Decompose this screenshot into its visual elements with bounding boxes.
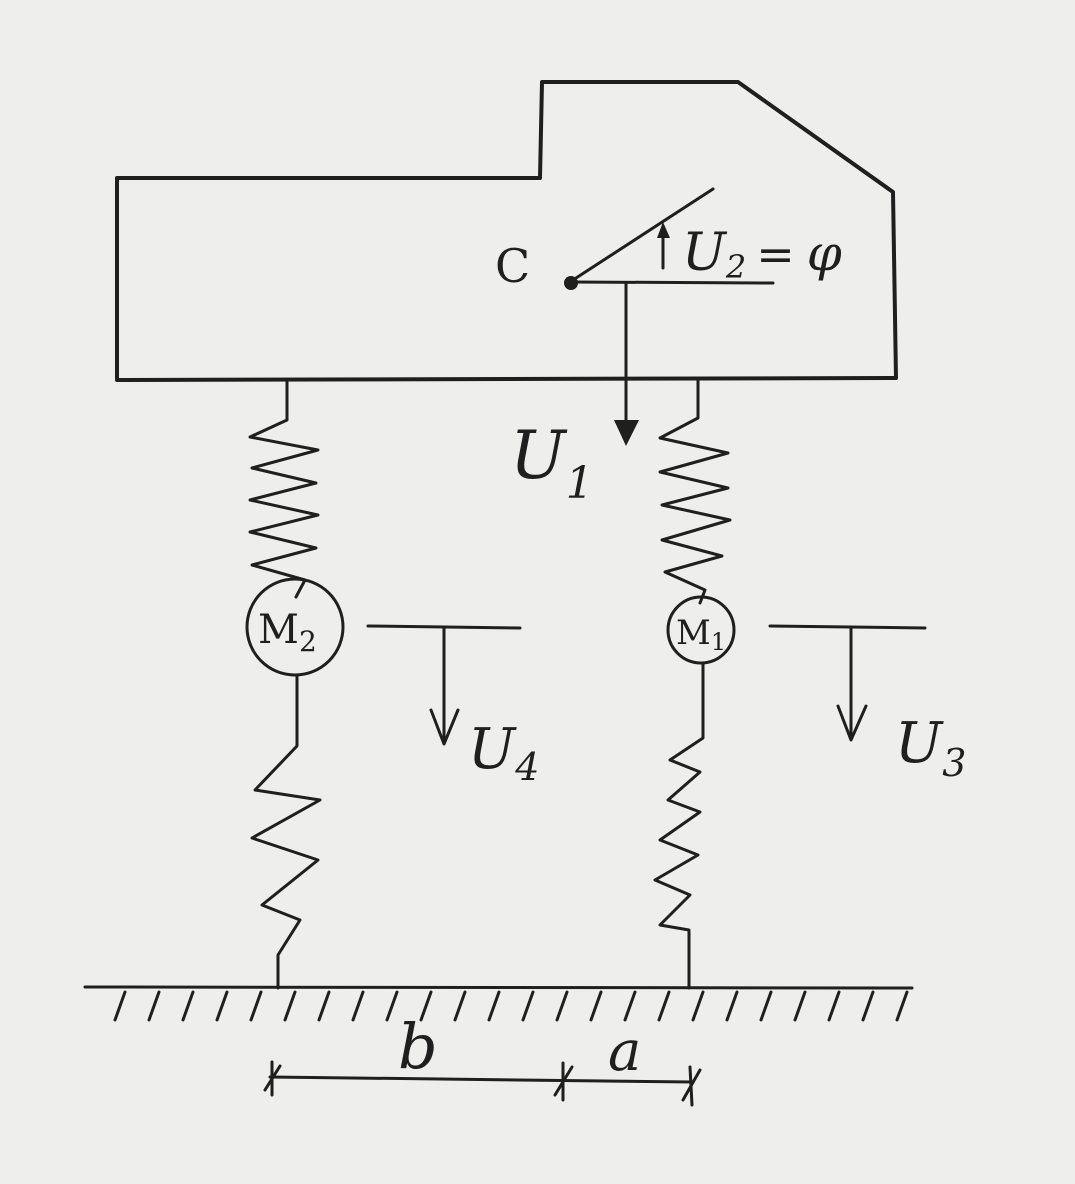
u1-arrow-head	[614, 420, 639, 446]
dim-slash-left	[263, 1064, 282, 1092]
dimension-line	[268, 1075, 695, 1084]
u2-label: U2=φ	[682, 223, 842, 286]
right-lower-spring	[653, 661, 705, 990]
rigid-body-outline	[115, 80, 898, 382]
ground-hatch-mark	[249, 990, 263, 1022]
rotated-reference-line	[571, 187, 715, 282]
ground-line	[83, 985, 914, 990]
ground-hatch-mark	[487, 990, 501, 1022]
center-label: C	[495, 239, 530, 293]
dimension-a-label: a	[608, 1019, 641, 1084]
u1-label: U1	[510, 417, 594, 509]
ground-hatch-mark	[385, 990, 399, 1022]
left-upper-spring	[248, 380, 320, 599]
ground-hatch-mark	[861, 990, 875, 1022]
ground-hatch-mark	[793, 990, 807, 1022]
ground-hatch-mark	[147, 990, 161, 1022]
mass-m2-circle	[245, 577, 345, 677]
ground-hatch-mark	[181, 990, 195, 1022]
ground-hatching	[113, 990, 909, 1022]
m2-label: M2	[258, 607, 317, 658]
mass-m1-circle	[666, 595, 736, 665]
dimension-b-label: b	[398, 1010, 438, 1083]
u3-arrow-head	[836, 704, 868, 742]
m1-label: M1	[676, 613, 726, 656]
ground-hatch-mark	[453, 990, 467, 1022]
u3-label: U3	[895, 711, 966, 785]
ground-hatch-mark	[895, 990, 909, 1022]
ground-hatch-mark	[827, 990, 841, 1022]
ground-hatch-mark	[283, 990, 297, 1022]
ground-hatch-mark	[759, 990, 773, 1022]
dim-slash-right	[681, 1068, 702, 1102]
dim-slash-middle	[553, 1065, 574, 1097]
right-upper-spring	[658, 378, 732, 605]
u3-reference-line	[768, 624, 927, 630]
ground-hatch-mark	[657, 990, 671, 1022]
ground-hatch-mark	[623, 990, 637, 1022]
ground-hatch-mark	[317, 990, 331, 1022]
reference-horizontal-line	[571, 280, 775, 285]
ground-hatch-mark	[589, 990, 603, 1022]
u4-arrow-head	[429, 708, 460, 746]
ground-hatch-mark	[215, 990, 229, 1022]
ground-hatch-mark	[351, 990, 365, 1022]
ground-hatch-mark	[113, 990, 127, 1022]
u4-label: U4	[468, 717, 539, 789]
ground-hatch-mark	[521, 990, 535, 1022]
left-lower-spring	[250, 673, 322, 990]
ground-hatch-mark	[725, 990, 739, 1022]
ground-hatch-mark	[691, 990, 705, 1022]
rotation-arrow-head	[657, 222, 670, 238]
ground-hatch-mark	[555, 990, 569, 1022]
ground-hatch-mark	[419, 990, 433, 1022]
